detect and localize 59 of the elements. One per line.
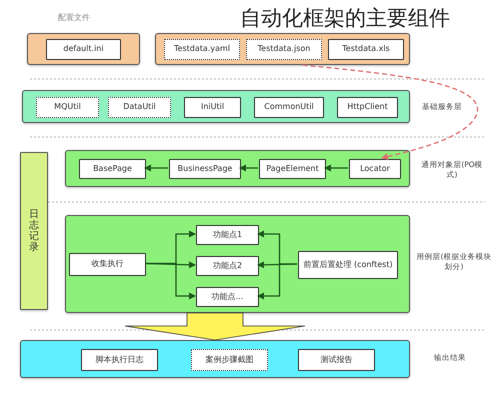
box-label: 收集执行 xyxy=(90,260,124,269)
box-label: BasePage xyxy=(92,164,133,174)
box-label: BusinessPage xyxy=(176,164,234,174)
component-box xyxy=(81,349,158,371)
box-label: CommonUtil xyxy=(263,103,315,112)
arrow xyxy=(144,164,168,172)
component-box xyxy=(298,251,398,279)
component-box xyxy=(196,225,259,245)
log-bar xyxy=(20,152,48,310)
arrow xyxy=(257,263,297,300)
box-label: 前置后置处理 (conftest) xyxy=(302,260,394,270)
box-label: 测试报告 xyxy=(320,356,354,364)
layer-band xyxy=(65,215,410,313)
flow-arrow xyxy=(124,312,306,340)
box-label: 功能点... xyxy=(210,292,244,302)
component-box xyxy=(36,97,99,118)
component-box xyxy=(46,39,121,60)
arrow xyxy=(324,164,348,172)
component-box xyxy=(328,39,404,60)
component-box xyxy=(246,39,322,60)
box-label: IniUtil xyxy=(200,103,226,112)
component-box xyxy=(259,159,326,179)
component-box xyxy=(254,97,324,118)
box-label: DataUtil xyxy=(122,103,157,112)
component-box xyxy=(164,39,240,60)
dashed-arrow xyxy=(302,64,478,160)
config-group xyxy=(27,33,140,65)
component-box xyxy=(298,349,375,371)
box-label: 功能点1 xyxy=(212,230,244,240)
component-box xyxy=(69,253,146,276)
layer-band xyxy=(22,90,410,123)
box-label: Locator xyxy=(359,164,391,174)
vertical-label: 日志记录 xyxy=(29,209,39,253)
layer-band xyxy=(20,340,410,378)
component-box xyxy=(108,97,171,118)
box-label: Testdata.json xyxy=(256,45,312,54)
component-box xyxy=(337,97,398,118)
component-box xyxy=(191,349,268,371)
box-label: Testdata.xls xyxy=(341,45,391,54)
group-label: 配置文件 xyxy=(58,12,90,23)
box-label: HttpClient xyxy=(346,103,389,112)
box-label: 功能点2 xyxy=(212,262,244,270)
box-label: Testdata.yaml xyxy=(173,45,231,54)
component-box xyxy=(79,159,146,179)
box-label: MQUtil xyxy=(53,103,82,112)
component-box xyxy=(169,159,241,179)
layer-band xyxy=(65,150,410,187)
config-group xyxy=(155,33,410,65)
arrow xyxy=(145,262,196,300)
arrow xyxy=(239,164,258,172)
component-box xyxy=(349,159,401,179)
box-label: default.ini xyxy=(62,45,105,54)
box-label: 案例步骤截图 xyxy=(204,356,254,364)
component-box xyxy=(196,287,259,307)
box-label: 脚本执行日志 xyxy=(94,356,144,364)
component-box xyxy=(196,256,259,276)
box-label: PageElement xyxy=(265,164,320,174)
title: 自动化框架的主要组件 xyxy=(240,5,450,32)
component-box xyxy=(184,97,241,118)
